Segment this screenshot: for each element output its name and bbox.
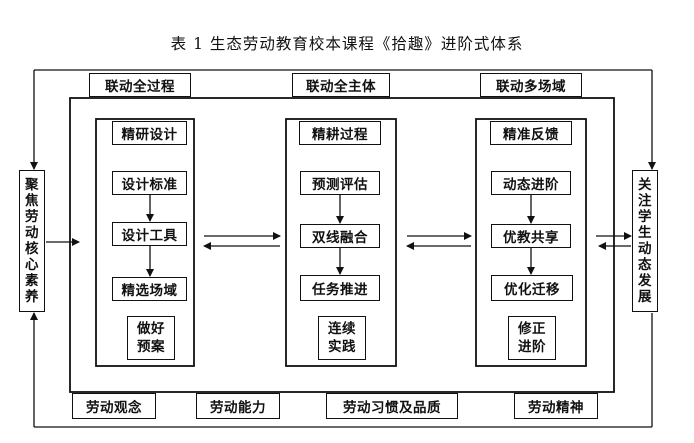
col2-header: 精耕过程 [299,121,381,145]
top-label-process: 联动全过程 [89,73,191,97]
left-side-char: 劳 [25,209,39,225]
connector-lines [30,69,656,428]
col3-footer-line2: 进阶 [518,339,546,355]
col2-footer: 连续 实践 [318,316,366,360]
left-side-char: 焦 [25,193,39,209]
top-label-subject: 联动全主体 [292,73,390,97]
right-side-char: 生 [638,225,652,241]
right-side-char: 发 [638,273,652,289]
right-side-char: 关 [638,177,652,193]
col1-footer: 做好 预案 [127,316,175,360]
col1-step-3: 精选场域 [112,277,187,301]
bottom-label-concept: 劳动观念 [72,393,156,419]
col2-step-1: 预测评估 [300,171,380,195]
top-label-domain: 联动多场域 [480,73,582,97]
col3-step-3: 优化迁移 [491,275,573,301]
diagram-title: 表 1 生态劳动教育校本课程《拾趣》进阶式体系 [170,35,524,53]
col3-step-1: 动态进阶 [491,171,571,195]
left-side-char: 聚 [25,177,39,193]
col1-step-2: 设计工具 [112,222,187,246]
column-frame-1 [95,118,195,367]
bottom-label-ability: 劳动能力 [196,393,280,419]
col2-footer-line1: 连续 [328,321,356,337]
column-frame-2 [285,118,397,367]
col3-step-2: 优教共享 [491,224,571,248]
col2-step-3: 任务推进 [300,275,380,301]
col1-header: 精研设计 [112,121,187,145]
bottom-label-habit: 劳动习惯及品质 [326,393,458,419]
right-side-char: 学 [638,209,652,225]
column-frame-3 [475,118,587,367]
bottom-label-spirit: 劳动精神 [514,393,598,419]
left-side-char: 动 [25,225,39,241]
col3-footer-line1: 修正 [518,321,546,337]
right-side-char: 展 [638,289,652,305]
left-side-char: 心 [25,257,39,273]
col2-footer-line2: 实践 [328,339,356,355]
outer-frame [69,97,615,393]
right-side-char: 注 [638,193,652,209]
left-side-label: 聚焦劳动核心素养 [19,170,45,312]
left-side-char: 养 [25,289,39,305]
col3-header: 精准反馈 [490,121,572,145]
left-side-char: 核 [25,241,39,257]
col2-step-2: 双线融合 [300,224,380,248]
col1-step-1: 设计标准 [112,171,187,195]
right-side-label: 关注学生动态发展 [632,170,658,312]
col3-footer: 修正 进阶 [508,316,556,360]
col1-footer-line1: 做好 [137,321,165,337]
left-side-char: 素 [25,273,39,289]
right-side-char: 态 [638,257,652,273]
col1-footer-line2: 预案 [137,339,165,355]
right-side-char: 动 [638,241,652,257]
